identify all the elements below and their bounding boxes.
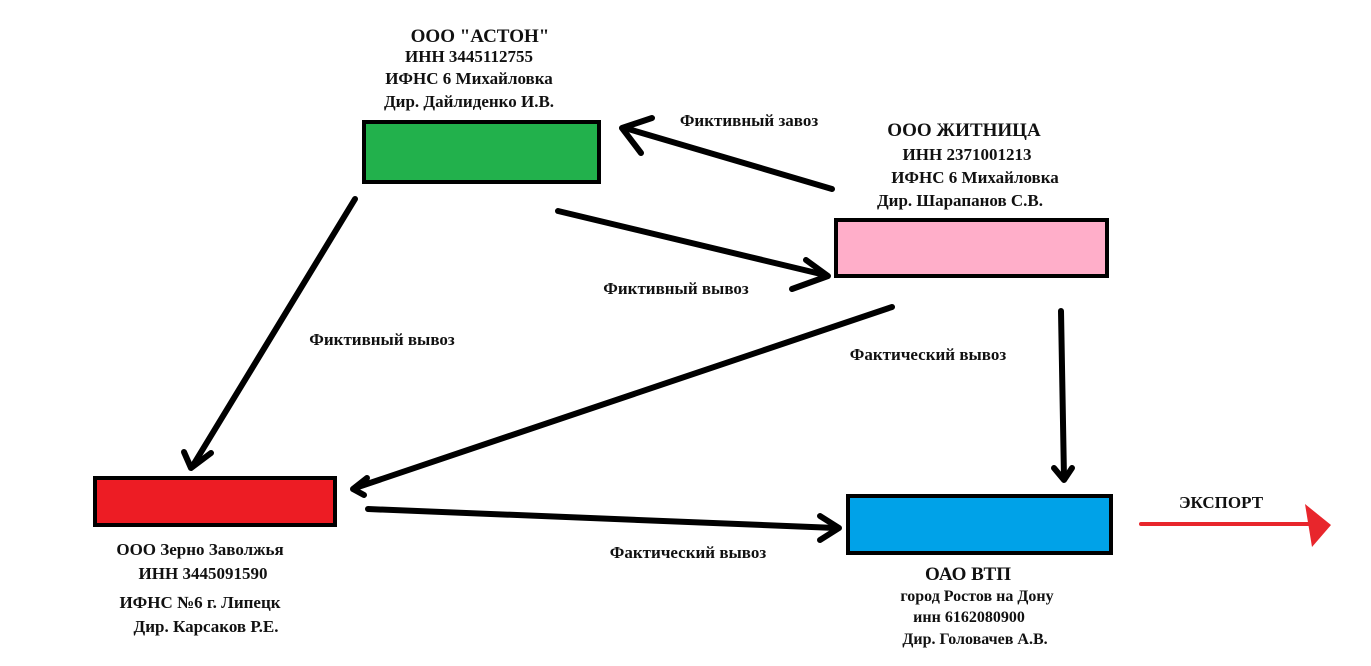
aston-ifns: ИФНС 6 Михайловка <box>385 69 553 88</box>
edge-label-fictive-export-to-zerno: Фиктивный вывоз <box>309 330 455 349</box>
vtp-director: Дир. Головачев А.В. <box>902 631 1047 648</box>
aston-inn: ИНН 3445112755 <box>405 47 533 66</box>
vtp-box <box>846 494 1113 555</box>
edge-label-fictive-import: Фиктивный завоз <box>680 111 819 130</box>
zhitnitsa-box <box>834 218 1109 278</box>
zerno-director: Дир. Карсаков Р.Е. <box>134 617 279 636</box>
arrow-zhitnitsa-to-vtp <box>1051 308 1075 483</box>
vtp-city: город Ростов на Дону <box>900 588 1053 605</box>
zhitnitsa-name: ООО ЖИТНИЦА <box>887 120 1041 141</box>
edge-label-actual-export-to-zerno: Фактический вывоз <box>850 345 1007 364</box>
zerno-box <box>93 476 337 527</box>
vtp-name: ОАО ВТП <box>925 564 1011 585</box>
zhitnitsa-ifns: ИФНС 6 Михайловка <box>891 168 1059 187</box>
aston-director: Дир. Дайлиденко И.В. <box>384 92 554 111</box>
arrow-zerno-to-vtp <box>365 506 842 543</box>
export-label: ЭКСПОРТ <box>1179 493 1264 512</box>
arrow-zhitnitsa-to-zerno <box>350 304 895 498</box>
arrow-export <box>1139 504 1331 547</box>
zhitnitsa-director: Дир. Шарапанов С.В. <box>877 191 1043 210</box>
arrow-aston-to-zerno <box>181 196 358 471</box>
zhitnitsa-inn: ИНН 2371001213 <box>903 145 1032 164</box>
aston-name: ООО "АСТОН" <box>411 26 550 47</box>
zerno-ifns: ИФНС №6 г. Липецк <box>119 593 280 612</box>
zerno-inn: ИНН 3445091590 <box>139 564 268 583</box>
arrow-aston-to-zhitnitsa <box>555 208 831 292</box>
edge-label-actual-export-to-vtp: Фактический вывоз <box>610 543 767 562</box>
export-arrow-head <box>1305 504 1331 547</box>
zerno-name: ООО Зерно Заволжья <box>116 540 283 559</box>
edge-label-fictive-export-to-zhitnitsa: Фиктивный вывоз <box>603 279 749 298</box>
arrow-zhitnitsa-to-aston <box>619 115 835 192</box>
aston-box <box>362 120 601 184</box>
vtp-inn: инн 6162080900 <box>913 609 1025 626</box>
